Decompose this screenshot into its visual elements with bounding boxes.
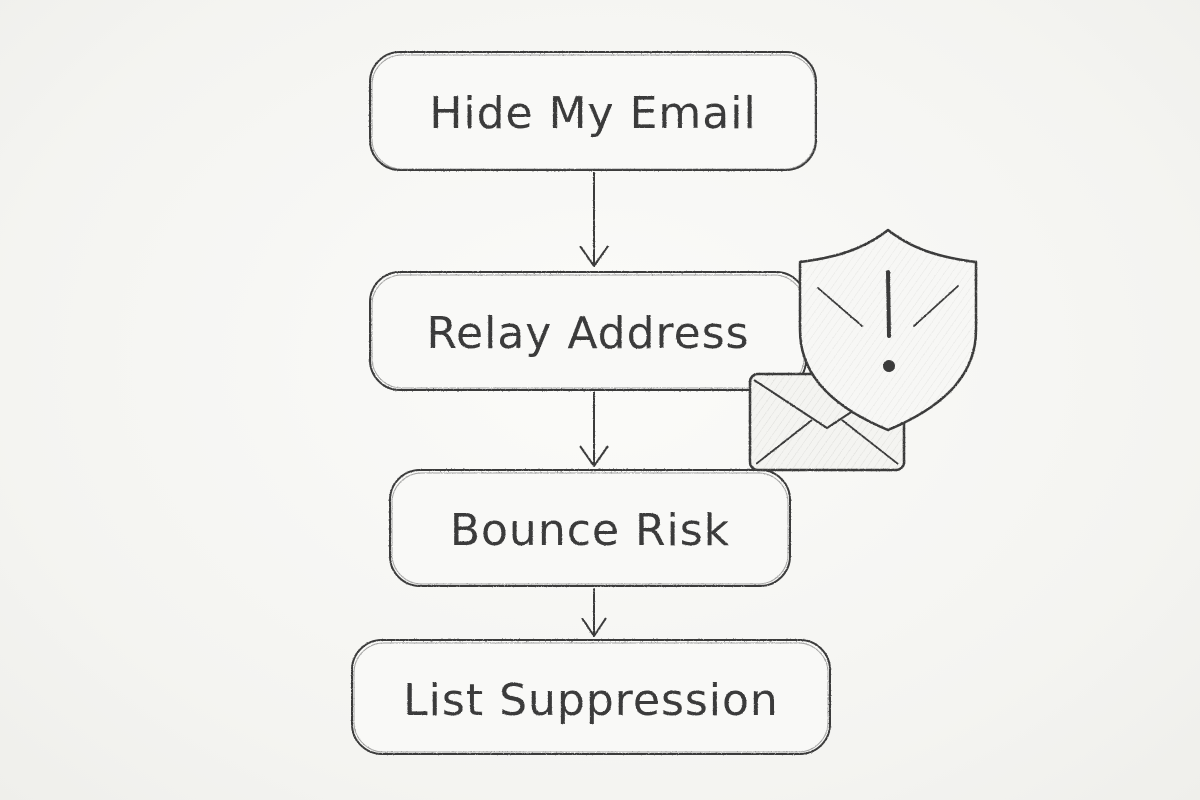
- exclamation-dot: [883, 360, 895, 372]
- node-label: Relay Address: [426, 308, 749, 359]
- node-label: Bounce Risk: [450, 505, 730, 556]
- node-hide-my-email: Hide My Email: [369, 51, 817, 171]
- node-box-sketch: [353, 642, 829, 753]
- node-label: Hide My Email: [429, 88, 756, 139]
- node-box: [389, 469, 791, 587]
- arrow-2: [579, 392, 609, 467]
- node-label: List Suppression: [403, 675, 779, 726]
- exclamation-mark: [886, 270, 891, 338]
- arrow-3: [581, 588, 607, 637]
- arrow-head: [579, 245, 609, 267]
- shield-warning-icon: [798, 228, 978, 432]
- arrow-head: [581, 617, 607, 637]
- node-box: [351, 639, 831, 755]
- node-box: [369, 51, 817, 171]
- node-box-sketch: [371, 54, 816, 170]
- arrow-1: [579, 172, 609, 267]
- node-relay-address: Relay Address: [369, 271, 807, 391]
- node-box-sketch: [391, 472, 789, 585]
- node-bounce-risk: Bounce Risk: [389, 469, 791, 587]
- arrow-head: [579, 445, 609, 467]
- node-list-suppression: List Suppression: [351, 639, 831, 755]
